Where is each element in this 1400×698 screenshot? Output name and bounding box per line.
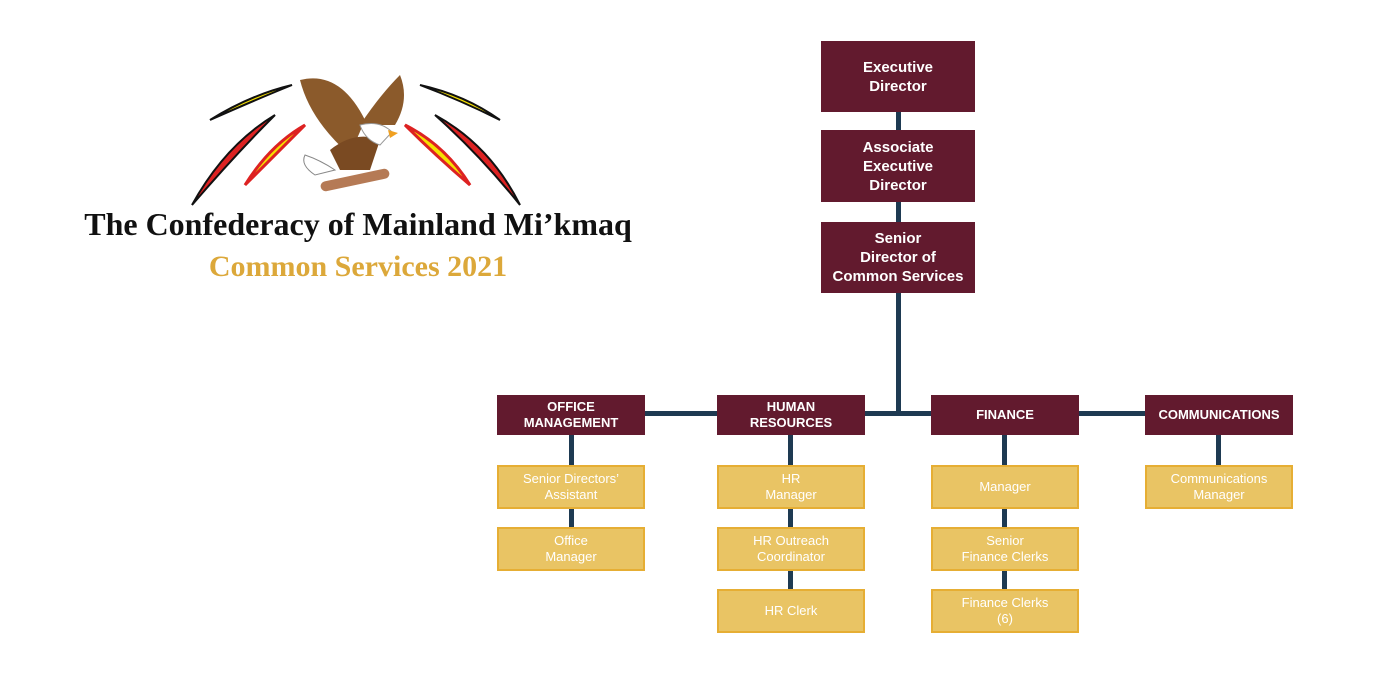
role-box: Manager <box>931 465 1079 509</box>
right-feathers-icon <box>403 84 521 206</box>
dept-communications: COMMUNICATIONS <box>1145 395 1293 435</box>
eagle-logo <box>191 75 521 206</box>
connector-line <box>1216 435 1221 470</box>
role-box: HR Clerk <box>717 589 865 633</box>
dept-office-management: OFFICE MANAGEMENT <box>497 395 645 435</box>
role-box: Senior Directors’ Assistant <box>497 465 645 509</box>
role-box: HR Outreach Coordinator <box>717 527 865 571</box>
associate-executive-director-box: Associate Executive Director <box>821 130 975 202</box>
role-box: Senior Finance Clerks <box>931 527 1079 571</box>
role-box: Office Manager <box>497 527 645 571</box>
left-feathers-icon <box>191 84 307 206</box>
connector-line <box>788 435 793 595</box>
eagle-icon <box>300 75 404 192</box>
organization-title: The Confederacy of Mainland Mi’kmaq <box>84 206 632 242</box>
connector-line <box>645 411 1145 416</box>
role-box: Communications Manager <box>1145 465 1293 509</box>
senior-director-box: Senior Director of Common Services <box>821 222 975 293</box>
role-box: HR Manager <box>717 465 865 509</box>
role-box: Finance Clerks (6) <box>931 589 1079 633</box>
dept-human-resources: HUMAN RESOURCES <box>717 395 865 435</box>
chart-subtitle: Common Services 2021 <box>208 250 508 283</box>
executive-director-box: Executive Director <box>821 41 975 112</box>
connector-line <box>1002 435 1007 595</box>
dept-finance: FINANCE <box>931 395 1079 435</box>
